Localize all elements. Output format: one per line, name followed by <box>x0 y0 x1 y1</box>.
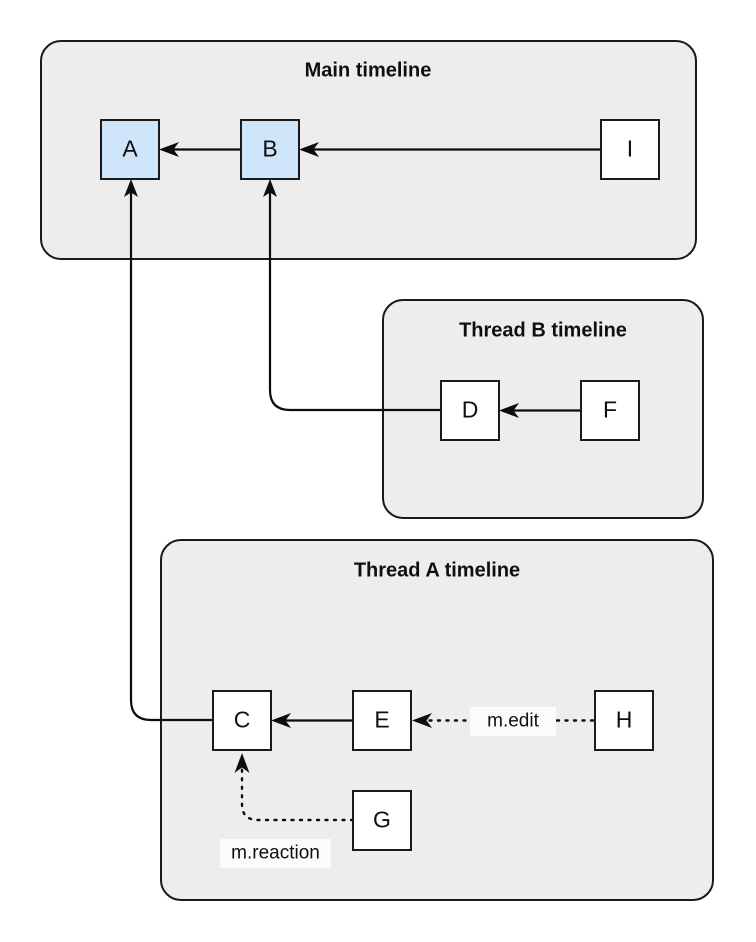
node-i-label: I <box>627 136 633 162</box>
node-i[interactable]: I <box>600 119 660 180</box>
node-d-rect[interactable] <box>440 380 500 441</box>
edge-d-to-b <box>263 179 441 412</box>
edge-label-m-reaction-bg <box>220 839 331 868</box>
edge-f-to-d-arrowhead <box>499 403 519 418</box>
edge-label-m-edit: m.edit <box>470 707 556 736</box>
node-c-rect[interactable] <box>212 690 272 751</box>
edge-g-to-c <box>234 753 355 822</box>
edge-e-to-c <box>271 713 353 728</box>
node-b-label: B <box>262 136 277 162</box>
node-h[interactable]: H <box>594 690 654 751</box>
node-g[interactable]: G <box>352 790 412 851</box>
node-g-label: G <box>373 807 391 833</box>
edge-h-to-e-arrowhead <box>412 713 432 728</box>
node-f-rect[interactable] <box>580 380 640 441</box>
edge-g-to-c-arrowhead <box>234 753 250 773</box>
edge-i-to-b <box>299 142 601 157</box>
node-f[interactable]: F <box>580 380 640 441</box>
node-a-rect[interactable] <box>100 119 160 180</box>
node-e-label: E <box>374 707 389 733</box>
node-h-rect[interactable] <box>594 690 654 751</box>
edge-label-m-edit-bg <box>470 707 556 736</box>
node-a-label: A <box>122 136 138 162</box>
edge-i-to-b-arrowhead <box>299 142 319 157</box>
node-g-rect[interactable] <box>352 790 412 851</box>
node-e[interactable]: E <box>352 690 412 751</box>
edge-e-to-c-arrowhead <box>271 713 291 728</box>
edge-f-to-d <box>499 403 581 418</box>
edge-label-m-edit-text: m.edit <box>487 711 539 732</box>
node-f-label: F <box>603 397 617 423</box>
edge-label-m-reaction: m.reaction <box>220 839 331 868</box>
panel-main-timeline-title: Main timeline <box>305 59 432 81</box>
panel-thread-a-timeline-title: Thread A timeline <box>354 559 520 581</box>
edge-g-to-c-line <box>240 764 355 822</box>
node-i-rect[interactable] <box>600 119 660 180</box>
node-e-rect[interactable] <box>352 690 412 751</box>
panel-thread-b-timeline-title: Thread B timeline <box>459 319 627 341</box>
node-d-label: D <box>462 397 479 423</box>
edge-b-to-a-arrowhead <box>159 142 179 157</box>
node-c[interactable]: C <box>212 690 272 751</box>
node-h-label: H <box>616 707 633 733</box>
node-c-label: C <box>234 707 251 733</box>
edge-d-to-b-line <box>268 190 441 412</box>
edge-d-to-b-arrowhead <box>263 179 277 197</box>
edge-c-to-a-line <box>129 190 213 722</box>
edge-b-to-a <box>159 142 241 157</box>
edge-c-to-a <box>124 179 213 722</box>
panel-thread-b-timeline: Thread B timeline <box>382 299 704 519</box>
edge-c-to-a-arrowhead <box>124 179 138 197</box>
node-b[interactable]: B <box>240 119 300 180</box>
node-a[interactable]: A <box>100 119 160 180</box>
node-b-rect[interactable] <box>240 119 300 180</box>
node-d[interactable]: D <box>440 380 500 441</box>
edge-label-m-reaction-text: m.reaction <box>231 843 320 864</box>
